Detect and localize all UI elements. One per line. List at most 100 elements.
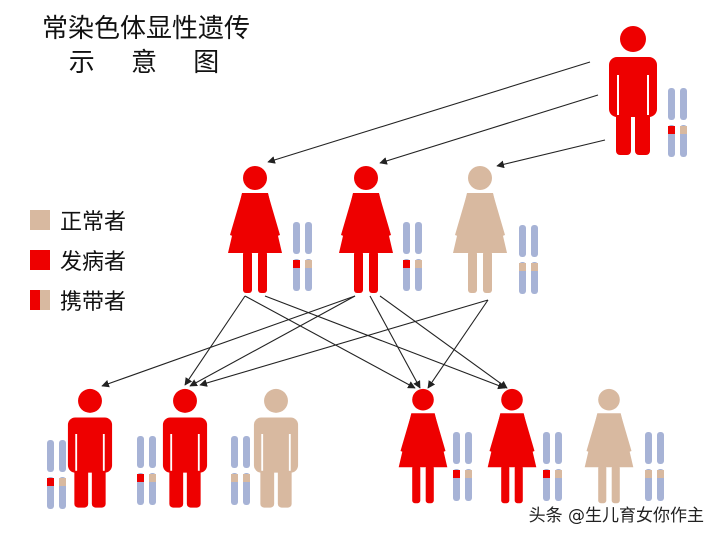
female-figure-g2-female-1 [228,166,282,293]
head [620,26,646,52]
inheritance-arrow [267,61,591,164]
gene-band [243,474,250,482]
chromosome-pair-g2-female-1 [293,222,312,291]
left-arm [400,414,416,453]
torso [253,417,299,473]
left-leg [616,113,631,155]
legend: 正常者 发病者 携带者 [30,200,126,320]
gene-band [680,126,687,134]
left-arm [455,194,472,237]
right-leg [611,465,620,504]
right-arm [488,194,505,237]
chromosome-arm [453,432,460,464]
legend-label-carrier: 携带者 [60,290,127,315]
head [501,388,523,411]
carrier-swatch [30,290,50,310]
inheritance-arrow [496,139,606,169]
chromosome-arm [149,436,156,468]
female-figure-g3-female-3 [584,388,634,504]
gene-band [645,470,652,478]
gene-band [149,474,156,482]
chromosome-arm [231,436,238,468]
inheritance-arrow [101,295,356,388]
left-leg [354,251,363,293]
gene-band [657,470,664,478]
torso [162,417,208,473]
inheritance-arrow [184,295,246,386]
chromosome-arm [59,440,66,472]
chromosome-arm [137,436,144,468]
inheritance-arrow [199,299,489,387]
right-leg [91,468,106,508]
inheritance-arrow [189,295,356,387]
left-arm [586,414,602,453]
gene-band [293,260,300,268]
diagram-title: 常染色体显性遗传 示 意 图 [26,12,266,80]
gene-band [519,263,526,271]
chromosome-arm [668,88,675,120]
right-arm [616,414,632,453]
female-figure-g3-female-1 [398,388,448,504]
chromosome-pair-g3-female-2 [543,432,562,501]
head [598,388,620,411]
right-arm [263,194,280,237]
chromosome-arm [543,432,550,464]
legend-item-affected: 发病者 [30,240,126,280]
chromosome-arm [645,432,652,464]
gene-band [555,470,562,478]
right-leg [514,465,523,504]
left-arm [489,414,505,453]
chromosome-arm [531,225,538,257]
right-leg [258,251,267,293]
right-leg [483,251,492,293]
male-figure-g3-male-1 [67,388,113,508]
chromosome-arm [680,88,687,120]
gene-band [305,260,312,268]
inheritance-arrow [379,94,599,165]
right-leg [369,251,378,293]
chromosome-arm [243,436,250,468]
gene-band [231,474,238,482]
torso [609,57,657,117]
head [468,166,492,190]
head [412,388,434,411]
left-leg [468,251,477,293]
chromosome-pair-g3-female-3 [645,432,664,501]
chromosome-arm [305,222,312,254]
left-leg [243,251,252,293]
chromosome-pair-g3-male-3 [231,436,250,505]
affected-swatch [30,250,50,270]
gene-band [47,478,54,486]
gene-band [415,260,422,268]
right-leg [635,113,650,155]
chromosome-arm [403,222,410,254]
legend-item-carrier: 携带者 [30,280,126,320]
male-figure-g1-male [609,26,657,155]
gene-band [543,470,550,478]
chromosome-arm [555,432,562,464]
title-line-2: 示 意 图 [68,48,234,78]
right-leg [425,465,434,504]
male-figure-g3-male-3 [253,388,299,508]
title-line-1: 常染色体显性遗传 [41,14,250,44]
left-leg [412,465,421,504]
head [354,166,378,190]
chromosome-arm [519,225,526,257]
gene-band [531,263,538,271]
right-arm [519,414,535,453]
right-arm [374,194,391,237]
chromosome-arm [657,432,664,464]
inheritance-arrow [264,295,506,390]
legend-item-normal: 正常者 [30,200,126,240]
normal-swatch [30,210,50,230]
right-arm [430,414,446,453]
left-arm [341,194,358,237]
chromosome-pair-g2-female-3 [519,225,538,294]
legend-label-affected: 发病者 [60,250,127,275]
chromosome-pair-g1-male [668,88,687,157]
chromosome-arm [465,432,472,464]
watermark: 头条 @生儿育女你作主 [528,506,704,526]
female-figure-g2-female-3 [453,166,507,293]
chromosome-arm [293,222,300,254]
